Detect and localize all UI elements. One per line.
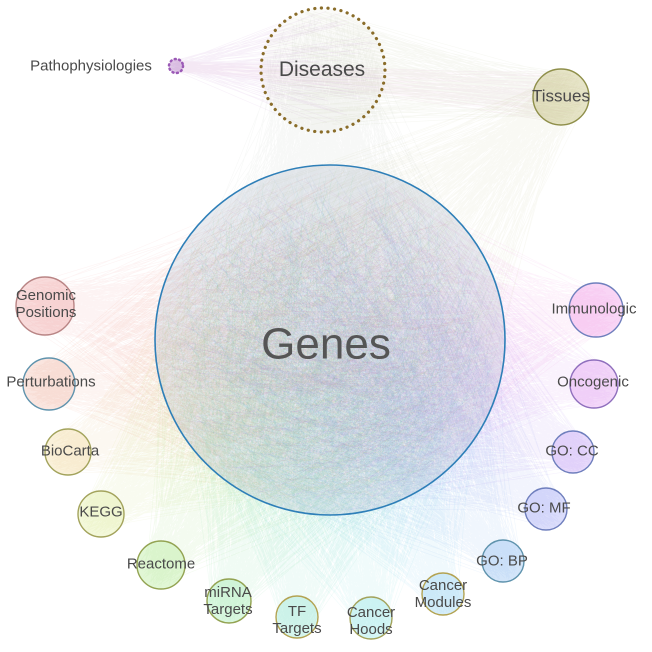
edge-bundle-genes-go_mf — [160, 168, 566, 529]
node-circle-biocarta[interactable] — [44, 428, 92, 476]
node-circle-tf_targets[interactable] — [275, 595, 319, 639]
node-circle-go_mf[interactable] — [524, 487, 568, 531]
edge-bundle-genes-mirna_targets — [164, 173, 497, 622]
edge-bundle-genes-tissues — [169, 71, 587, 508]
node-circle-go_cc[interactable] — [551, 430, 595, 474]
edge-bundle-genes-tf_targets — [159, 174, 498, 637]
edge-bundle-genes-diseases — [164, 13, 500, 505]
node-circle-diseases[interactable] — [259, 6, 387, 134]
node-circle-cancer_hoods[interactable] — [349, 596, 393, 640]
node-circle-immunologic[interactable] — [568, 282, 624, 338]
node-circle-cancer_modules[interactable] — [421, 572, 465, 616]
node-circle-pathophysiologies[interactable] — [167, 57, 185, 75]
node-circle-tissues[interactable] — [532, 68, 590, 126]
edge-bundle-pathophysiologies-tissues — [169, 60, 587, 122]
node-circle-mirna_targets[interactable] — [206, 578, 252, 624]
edge-bundle-diseases-tissues — [265, 11, 586, 126]
node-circle-oncogenic[interactable] — [569, 359, 619, 409]
edge-bundle-genes-cancer_hoods — [162, 179, 496, 637]
edge-bundle-genes-cancer_modules — [161, 177, 497, 614]
edge-bundle-genes-go_bp — [166, 175, 523, 580]
edge-bundle-diseases-pathophysiologies — [169, 11, 383, 125]
node-circle-genes[interactable] — [154, 164, 506, 516]
node-circle-kegg[interactable] — [77, 490, 125, 538]
edge-bundle-genes-genomic_positions — [20, 172, 491, 503]
node-circle-go_bp[interactable] — [481, 539, 525, 583]
node-circle-genomic_positions[interactable] — [15, 276, 75, 336]
edge-bundle-genes-reactome — [138, 169, 496, 587]
node-circle-reactome[interactable] — [136, 540, 186, 590]
node-circle-perturbations[interactable] — [22, 357, 76, 411]
